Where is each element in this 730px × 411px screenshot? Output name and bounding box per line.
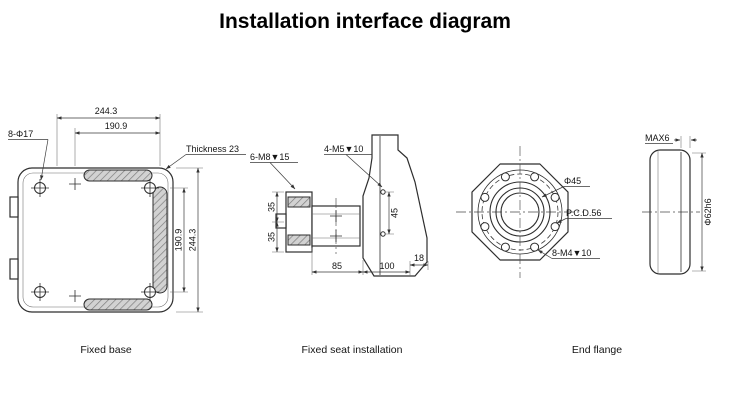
caption-fixed-seat: Fixed seat installation [302, 344, 403, 356]
base-left-tab-bottom [9, 258, 19, 280]
dim-seat-35-bottom: 35 [267, 232, 277, 242]
page-title: Installation interface diagram [219, 10, 511, 33]
label-flange-dia45: Φ45 [564, 176, 581, 186]
base-corner-holes [31, 179, 159, 301]
flange-m4-callout: 8-M4▼10 [537, 248, 600, 259]
seat-m5-callout: 4-M5▼10 [324, 144, 383, 188]
end-flange-view: Φ45 P.C.D.56 8-M4▼10 MAX6 [456, 133, 713, 356]
base-left-tab-top [9, 196, 19, 218]
seat-left-dimensions: 35 35 [267, 191, 284, 253]
base-holes-callout: 8-Φ17 [8, 129, 49, 181]
base-top-dimensions: 244.3 190.9 [56, 106, 161, 166]
seat-cross-marks [330, 210, 342, 242]
arm-m5-hole-bottom [380, 231, 386, 237]
fixed-base-view: 244.3 190.9 8-Φ17 Thickness 23 190.9 244… [8, 106, 246, 356]
arm-m5-hole-top [380, 189, 386, 195]
flange-dia62-dimension: Φ62h6 [692, 152, 713, 272]
fixed-seat-view: 6-M8▼15 4-M5▼10 35 35 45 [250, 134, 429, 356]
flange-dia45-callout: Φ45 [541, 176, 590, 198]
flange-bolt-holes [480, 172, 560, 252]
flange-centerlines [456, 146, 584, 278]
label-base-thickness: Thickness 23 [186, 144, 239, 154]
seat-thread-section-bottom [287, 234, 311, 246]
dim-seat-45: 45 [390, 208, 400, 218]
caption-fixed-base: Fixed base [80, 344, 132, 356]
base-bottom-slot [83, 298, 153, 311]
label-base-holes: 8-Φ17 [8, 129, 33, 139]
seat-m8-callout: 6-M8▼15 [250, 152, 298, 190]
flange-bore-circle [500, 192, 540, 232]
label-flange-pcd: P.C.D.56 [566, 208, 601, 218]
base-thickness-callout: Thickness 23 [165, 144, 246, 170]
seat-bottom-dimensions: 85 100 18 [311, 248, 429, 276]
dim-base-inner-width: 190.9 [105, 121, 128, 131]
base-center-marks [69, 178, 81, 302]
dim-base-inner-height: 190.9 [174, 229, 184, 252]
flange-rim-circle [477, 169, 563, 255]
flange-pcd-callout: P.C.D.56 [556, 208, 612, 224]
label-flange-m4: 8-M4▼10 [552, 248, 591, 258]
label-seat-m8: 6-M8▼15 [250, 152, 289, 162]
dim-seat-100: 100 [379, 261, 394, 271]
caption-end-flange: End flange [572, 344, 622, 356]
base-top-slot [83, 169, 153, 182]
flange-pcd-circle [481, 173, 559, 251]
seat-45-dimension: 45 [386, 191, 400, 235]
base-right-dimensions: 190.9 244.3 [170, 167, 203, 313]
seat-thread-section-top [287, 196, 311, 208]
drawing-svg: 244.3 190.9 8-Φ17 Thickness 23 190.9 244… [8, 106, 713, 356]
dim-base-outer-height: 244.3 [188, 229, 198, 252]
seat-left-pin [275, 213, 287, 229]
label-seat-m5: 4-M5▼10 [324, 144, 363, 154]
flange-max6-dimension: MAX6 [645, 133, 697, 148]
label-flange-max6: MAX6 [645, 133, 670, 143]
dim-seat-85: 85 [332, 261, 342, 271]
base-right-slot [152, 186, 168, 294]
dim-base-outer-width: 244.3 [95, 106, 118, 116]
flange-boss-circle [489, 181, 551, 243]
flange-dia45-circle [495, 187, 545, 237]
dim-seat-35-top: 35 [267, 202, 277, 212]
arm-profile [362, 134, 428, 277]
base-plate-outline [17, 167, 174, 313]
dim-flange-dia62: Φ62h6 [703, 198, 713, 225]
dim-seat-18: 18 [414, 253, 424, 263]
